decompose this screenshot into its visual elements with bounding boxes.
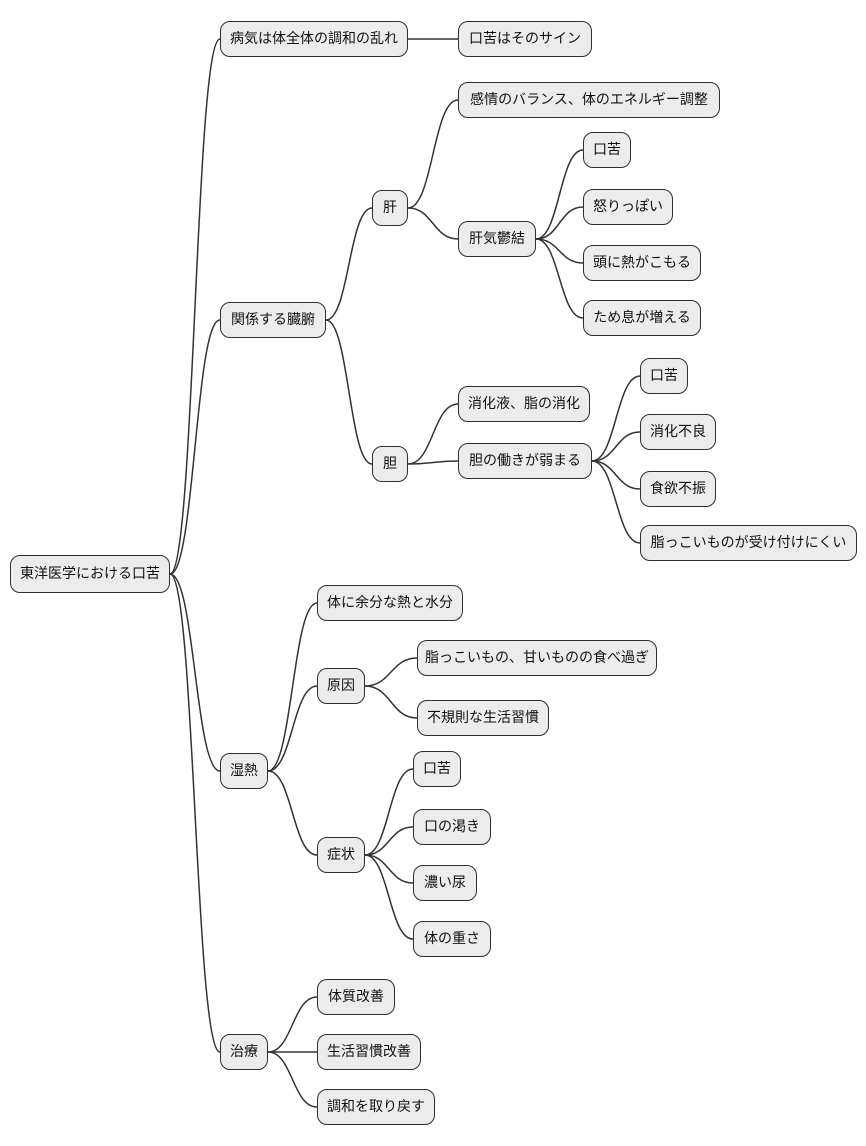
mindmap-node-treatment: 治療 xyxy=(220,1034,268,1070)
mindmap-node-irritable: 怒りっぽい xyxy=(583,189,673,225)
mindmap-node-disease-harmony: 病気は体全体の調和の乱れ xyxy=(220,21,408,57)
mindmap-node-symptoms: 症状 xyxy=(317,837,365,873)
mindmap-node-excess-heat-water: 体に余分な熱と水分 xyxy=(317,585,463,621)
mindmap-node-indigestion: 消化不良 xyxy=(640,414,716,450)
mindmap-node-gb-bitter: 口苦 xyxy=(640,358,688,394)
mindmap-node-body-heaviness: 体の重さ xyxy=(413,921,491,957)
mindmap-node-related-organs: 関係する臓腑 xyxy=(220,302,326,338)
mindmap-node-emotion-energy: 感情のバランス、体のエネルギー調整 xyxy=(458,82,720,118)
mindmap-node-bitter-sign: 口苦はそのサイン xyxy=(458,21,592,57)
mindmap-node-irregular-lifestyle: 不規則な生活習慣 xyxy=(417,700,549,736)
mindmap-node-overeating: 脂っこいもの、甘いものの食べ過ぎ xyxy=(417,640,657,676)
mindmap-node-digestive-fluid: 消化液、脂の消化 xyxy=(458,386,590,422)
mindmap-node-sighing: ため息が増える xyxy=(583,300,701,336)
mindmap-node-lifestyle-improve: 生活習慣改善 xyxy=(317,1034,421,1070)
mindmap-node-cause: 原因 xyxy=(317,668,365,704)
mindmap-node-damp-heat: 湿熱 xyxy=(220,753,268,789)
mindmap-node-gallbladder: 胆 xyxy=(372,446,408,482)
mindmap-node-root: 東洋医学における口苦 xyxy=(10,555,170,593)
mindmap-node-restore-harmony: 調和を取り戻す xyxy=(317,1089,435,1125)
mindmap-node-constitution: 体質改善 xyxy=(317,979,395,1015)
mindmap-node-liver-qi-stagnation: 肝気鬱結 xyxy=(458,221,536,257)
mindmap-node-greasy-intolerance: 脂っこいものが受け付けにくい xyxy=(640,525,857,561)
mindmap-node-dark-urine: 濃い尿 xyxy=(413,865,477,901)
mindmap-node-gb-weakened: 胆の働きが弱まる xyxy=(458,443,592,479)
mindmap-node-appetite-loss: 食欲不振 xyxy=(640,471,716,507)
mindmap-node-head-heat: 頭に熱がこもる xyxy=(583,245,701,281)
mindmap-node-liver: 肝 xyxy=(372,190,408,226)
mindmap-node-thirst: 口の渇き xyxy=(413,809,491,845)
mindmap-node-dh-bitter: 口苦 xyxy=(413,751,461,787)
mindmap-node-lqs-bitter: 口苦 xyxy=(583,132,631,168)
